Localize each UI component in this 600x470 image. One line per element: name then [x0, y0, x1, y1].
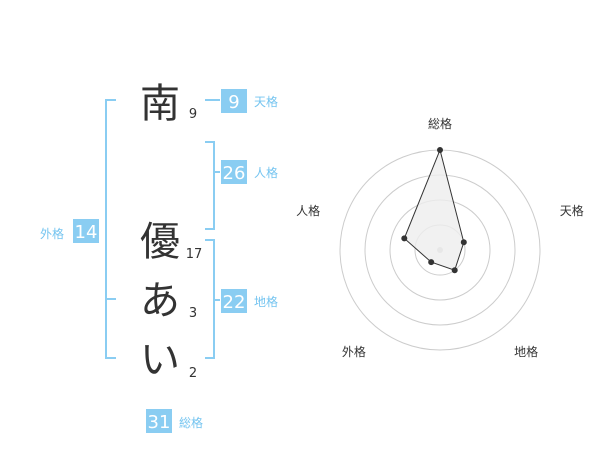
chikaku-label: 地格: [254, 294, 278, 309]
radar-point-5: [401, 235, 408, 242]
stroke-count-2: 17: [186, 247, 203, 262]
radar-polygon: [403, 148, 465, 271]
stroke-count-4: 2: [189, 366, 197, 381]
radar-point-3: [451, 267, 458, 274]
gaikaku-label: 外格: [40, 226, 64, 241]
name-column: 南 9 優 17 あ 3 い 2: [140, 81, 202, 383]
tenkaku-value: 9: [228, 92, 239, 113]
gaikaku-bracket: [105, 99, 116, 359]
gaikaku-box: [73, 219, 99, 243]
radar-axis-label-1: 総格: [428, 116, 452, 131]
gaikaku-value: 14: [75, 222, 98, 243]
tenkaku-group: 9 天格: [221, 89, 278, 113]
radar-point-4: [428, 259, 435, 266]
name-char-4: い: [140, 337, 180, 383]
soukaku-group: 31 総格: [146, 409, 203, 433]
radar-axis-label-3: 地格: [514, 344, 538, 359]
radar-axis-label-4: 外格: [342, 344, 366, 359]
radar-axis-label-5: 人格: [296, 203, 320, 218]
name-char-1: 南: [140, 81, 180, 127]
jinkaku-bracket: [205, 141, 215, 230]
radar-axis-label-2: 天格: [560, 203, 584, 218]
tenkaku-label: 天格: [254, 94, 278, 109]
soukaku-value: 31: [148, 412, 171, 433]
chikaku-box: [221, 289, 247, 313]
name-char-2: 優: [140, 219, 180, 265]
jinkaku-value: 26: [223, 163, 246, 184]
stroke-count-3: 3: [189, 306, 197, 321]
tenkaku-box: [221, 89, 247, 113]
name-char-3: あ: [140, 278, 180, 324]
gaikaku-group: 外格 14: [40, 219, 99, 243]
soukaku-label: 総格: [179, 415, 203, 430]
jinkaku-box: [221, 160, 247, 184]
chikaku-group: 22 地格: [221, 289, 278, 313]
chikaku-bracket: [205, 239, 215, 359]
radar-point-1: [437, 147, 443, 153]
jinkaku-group: 26 人格: [221, 160, 278, 184]
stroke-count-1: 9: [189, 107, 197, 122]
brackets: [105, 99, 220, 359]
jinkaku-label: 人格: [254, 165, 278, 180]
radar-point-2: [460, 239, 467, 246]
chikaku-value: 22: [223, 292, 246, 313]
soukaku-box: [146, 409, 172, 433]
